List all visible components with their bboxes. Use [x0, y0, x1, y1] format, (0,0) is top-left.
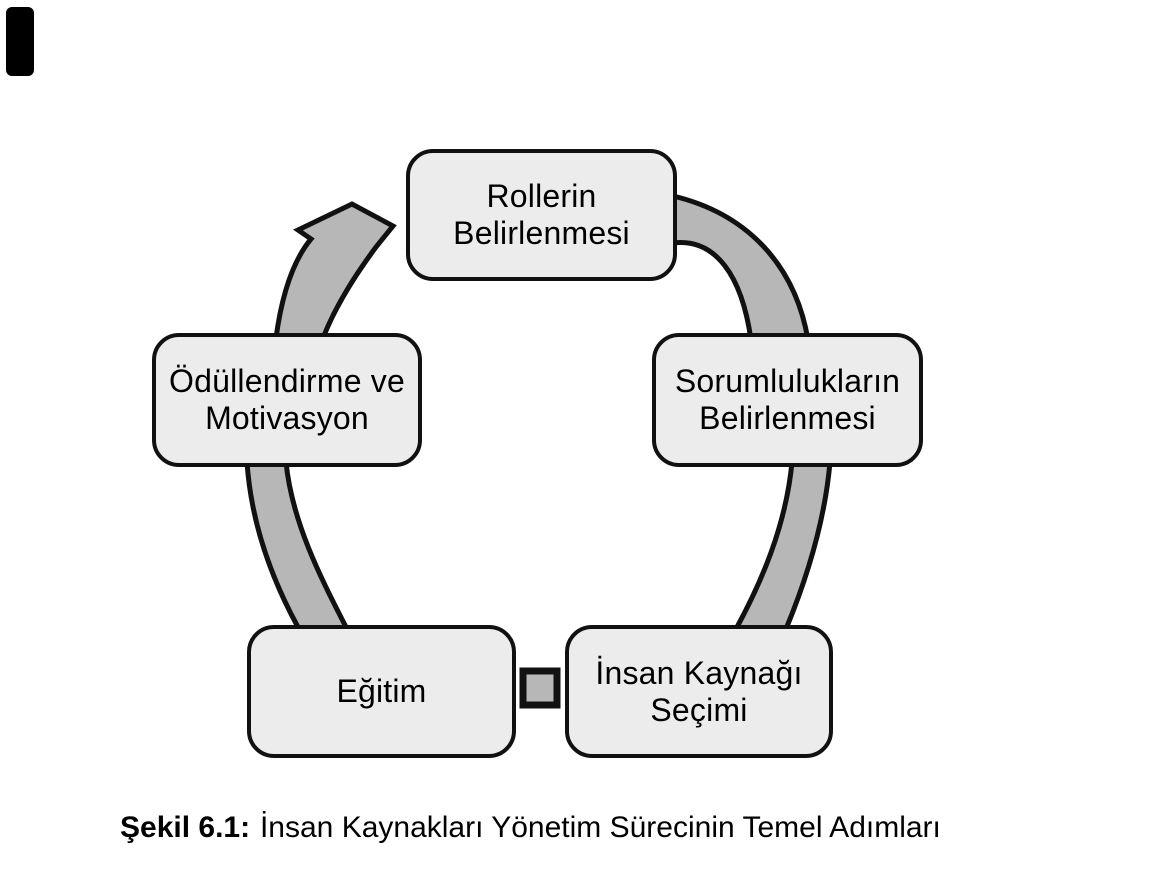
node-sorumluluklarin-belirlenmesi: Sorumlulukların Belirlenmesi [652, 333, 923, 467]
node-label-line: Sorumlulukların [674, 363, 901, 399]
node-label-line: Seçimi [650, 691, 748, 728]
node-egitim: Eğitim [247, 625, 516, 758]
node-label-line: Belirlenmesi [699, 400, 876, 436]
node-label-line: Rollerin [486, 178, 597, 214]
node-odullendirme-motivasyon: Ödüllendirme ve Motivasyon [152, 333, 422, 467]
arrow-left-to-top-head [273, 201, 397, 341]
node-insan-kaynagi-secimi: İnsan Kaynağı Seçimi [565, 625, 833, 758]
scan-artifact-mark [6, 7, 34, 76]
figure-caption: Şekil 6.1:İnsan Kaynakları Yönetim Sürec… [120, 810, 941, 846]
node-label-line: İnsan Kaynağı [595, 654, 803, 691]
node-label-line: Eğitim [336, 673, 427, 709]
figure-caption-number: Şekil 6.1: [120, 811, 251, 844]
arrow-bottomleft-to-left [244, 459, 352, 632]
figure-caption-text: İnsan Kaynakları Yönetim Sürecinin Temel… [259, 811, 941, 844]
arrow-top-to-right [670, 192, 811, 343]
node-label-line: Motivasyon [205, 400, 369, 436]
arrow-right-to-bottomright [731, 459, 833, 632]
connector-square [519, 667, 561, 709]
node-rollerin-belirlenmesi: Rollerin Belirlenmesi [406, 149, 677, 281]
node-label-line: Ödüllendirme ve [169, 363, 405, 399]
node-label-line: Belirlenmesi [453, 215, 630, 251]
